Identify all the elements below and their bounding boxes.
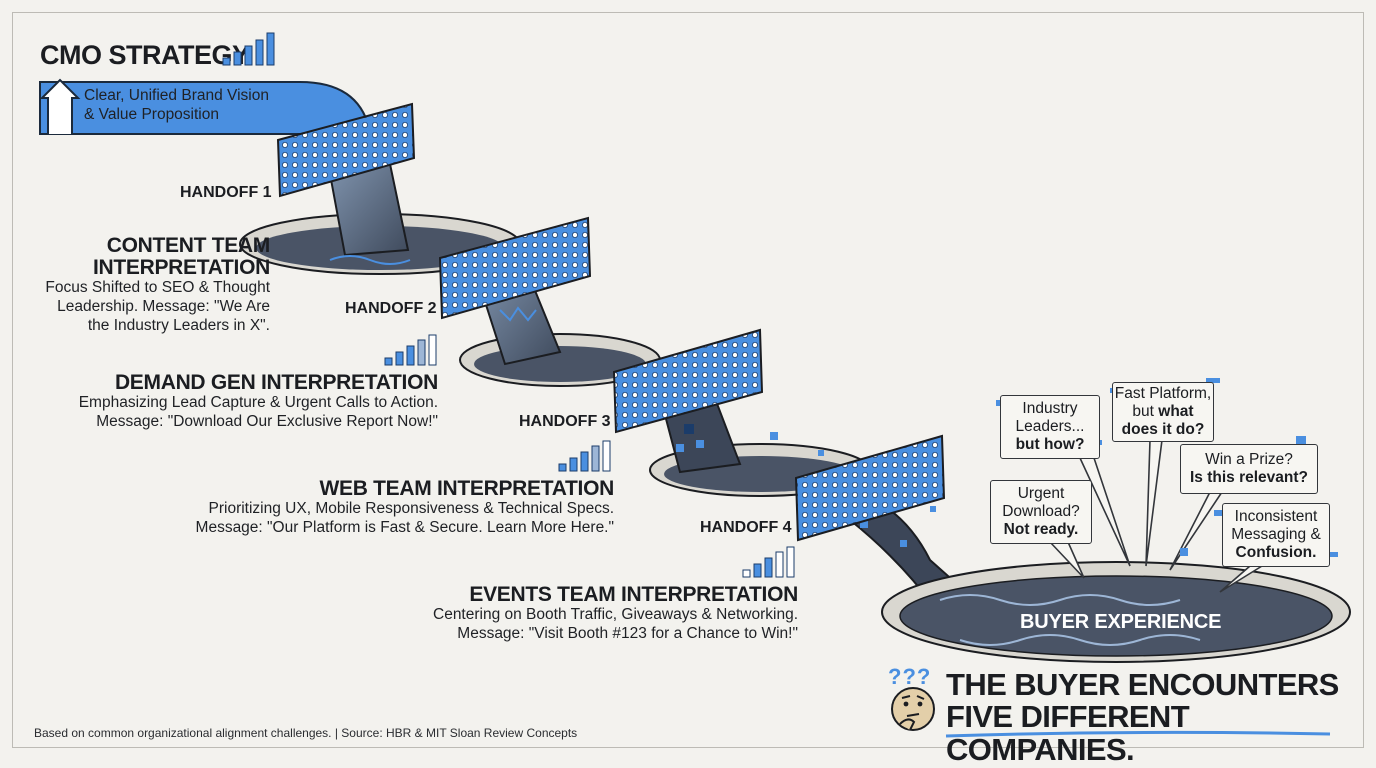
- bubble-text-mixed: but what: [1132, 403, 1193, 421]
- buyer-thought-bubble-win-prize: Win a Prize? Is this relevant?: [1180, 444, 1318, 494]
- bubble-text-bold: does it do?: [1121, 421, 1205, 438]
- bar-chart-icon: [384, 334, 437, 366]
- web-team-desc-line1: Prioritizing UX, Mobile Responsiveness &…: [208, 500, 614, 517]
- bar-chart-icon: [558, 440, 611, 472]
- tagline-line2: FIVE DIFFERENT COMPANIES.: [946, 699, 1190, 767]
- demand-gen-desc-line1: Emphasizing Lead Capture & Urgent Calls …: [78, 394, 438, 411]
- bubble-text-bold: Is this relevant?: [1189, 469, 1308, 486]
- bubble-text: Industry: [1022, 400, 1078, 417]
- up-arrow-icon: [39, 78, 81, 134]
- bubble-text: Inconsistent: [1234, 508, 1318, 525]
- source-footnote: Based on common organizational alignment…: [34, 726, 578, 740]
- content-team-desc-line1: Focus Shifted to SEO & Thought: [45, 279, 270, 296]
- buyer-thought-bubble-industry-leaders: Industry Leaders... but how?: [1000, 395, 1100, 459]
- events-team-heading: EVENTS TEAM INTERPRETATION: [469, 583, 798, 606]
- buyer-thought-bubble-urgent-download: Urgent Download? Not ready.: [990, 480, 1092, 544]
- web-team-desc-line2: Message: "Our Platform is Fast & Secure.…: [195, 519, 614, 536]
- bubble-text: Messaging &: [1231, 526, 1321, 543]
- content-team-heading-line1: CONTENT TEAM: [106, 234, 271, 257]
- handoff-3-label: HANDOFF 3: [519, 413, 611, 430]
- tagline-underline: [945, 730, 1331, 738]
- tagline-line1: THE BUYER ENCOUNTERS: [946, 667, 1339, 702]
- bubble-text: Leaders...: [1015, 418, 1085, 435]
- bar-chart-icon: [742, 546, 795, 578]
- cmo-vision-line2: & Value Proposition: [84, 106, 219, 123]
- page-title: CMO STRATEGY: [40, 40, 250, 70]
- demand-gen-desc-line2: Message: "Download Our Exclusive Report …: [96, 413, 438, 430]
- bar-chart-icon: [222, 32, 275, 66]
- demand-gen-heading: DEMAND GEN INTERPRETATION: [114, 371, 438, 394]
- bubble-text-bold: Not ready.: [1003, 521, 1079, 538]
- page-frame: [12, 12, 1364, 748]
- cmo-vision-line1: Clear, Unified Brand Vision: [84, 87, 269, 104]
- thinking-face-icon: [891, 687, 935, 731]
- bubble-text-bold: but how?: [1015, 436, 1085, 453]
- content-team-heading-line2: INTERPRETATION: [92, 256, 270, 279]
- bubble-text-bold: what: [1158, 403, 1194, 420]
- events-team-desc-line1: Centering on Booth Traffic, Giveaways & …: [433, 606, 798, 623]
- events-team-desc-line2: Message: "Visit Booth #123 for a Chance …: [457, 625, 798, 642]
- buyer-thought-bubble-inconsistent: Inconsistent Messaging & Confusion.: [1222, 503, 1330, 567]
- bubble-text: Fast Platform,: [1114, 385, 1212, 402]
- buyer-thought-bubble-fast-platform: Fast Platform, but what does it do?: [1112, 382, 1214, 442]
- web-team-heading: WEB TEAM INTERPRETATION: [319, 477, 615, 500]
- handoff-2-label: HANDOFF 2: [345, 300, 437, 317]
- question-mark-icon: ???: [888, 664, 932, 689]
- bubble-text: but: [1132, 403, 1154, 420]
- bubble-text: Download?: [1002, 503, 1080, 520]
- bubble-text-bold: Confusion.: [1235, 544, 1317, 561]
- handoff-1-label: HANDOFF 1: [180, 184, 272, 201]
- content-team-desc-line2: Leadership. Message: "We Are: [57, 298, 270, 315]
- bubble-text: Urgent: [1017, 485, 1065, 502]
- buyer-experience-label: BUYER EXPERIENCE: [1020, 611, 1222, 633]
- handoff-4-label: HANDOFF 4: [700, 519, 792, 536]
- content-team-desc-line3: the Industry Leaders in X".: [87, 317, 270, 334]
- bubble-text: Win a Prize?: [1205, 451, 1293, 468]
